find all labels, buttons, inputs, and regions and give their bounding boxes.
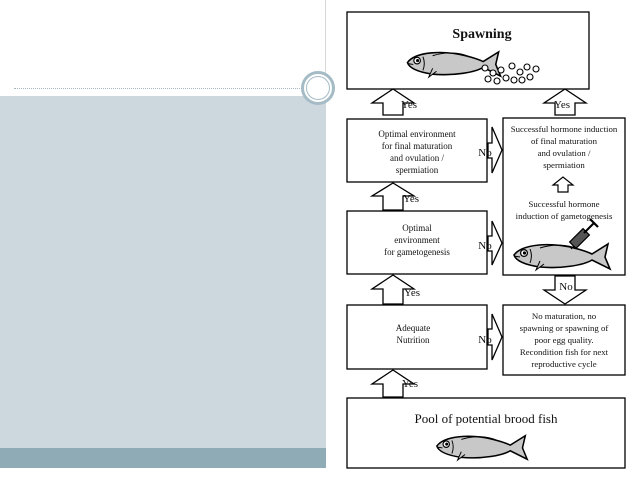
nutrition-line-2: Nutrition bbox=[397, 335, 430, 345]
yes-label-4: Yes bbox=[404, 287, 420, 299]
hormone-final-line-1: Successful hormone induction bbox=[511, 124, 618, 134]
slide-side-panel bbox=[0, 96, 326, 448]
decorative-circle-inner bbox=[306, 76, 330, 100]
final-maturation-line-2: for final maturation bbox=[382, 141, 453, 151]
up-arrow-yes-left bbox=[369, 88, 417, 116]
spawning-title: Spawning bbox=[452, 27, 511, 42]
spawning-box bbox=[346, 11, 590, 90]
brood-pool-title: Pool of potential brood fish bbox=[415, 411, 558, 426]
yes-label-1: Yes bbox=[401, 99, 417, 111]
right-arrow-no-3 bbox=[487, 313, 503, 361]
no-label-3: No bbox=[478, 334, 492, 346]
no-label-1: No bbox=[478, 147, 492, 159]
no-maturation-line-1: No maturation, no bbox=[532, 311, 597, 321]
nutrition-line-1: Adequate bbox=[396, 323, 430, 333]
hormone-final-line-4: spermiation bbox=[543, 160, 585, 170]
gametogenesis-line-3: for gametogenesis bbox=[384, 247, 450, 257]
hormone-final-line-2: of final maturation bbox=[531, 136, 598, 146]
hormone-gameto-line-1: Successful hormone bbox=[528, 199, 599, 209]
gametogenesis-box bbox=[346, 210, 488, 275]
gametogenesis-text: Optimal environment for gametogenesis bbox=[384, 223, 450, 257]
gametogenesis-line-2: environment bbox=[394, 235, 440, 245]
right-arrow-no-2 bbox=[487, 220, 503, 266]
nutrition-text: Adequate Nutrition bbox=[396, 323, 430, 345]
no-maturation-line-4: Recondition fish for next bbox=[520, 347, 609, 357]
header-divider bbox=[14, 88, 304, 89]
right-arrow-no-1 bbox=[487, 126, 503, 174]
yes-label-2: Yes bbox=[554, 99, 570, 111]
no-maturation-line-3: poor egg quality. bbox=[534, 335, 593, 345]
up-arrow-yes-gameto bbox=[369, 182, 417, 211]
hormone-gameto-text: Successful hormone induction of gametoge… bbox=[516, 199, 613, 221]
eggs-icon bbox=[481, 62, 540, 85]
gametogenesis-line-1: Optimal bbox=[402, 223, 432, 233]
no-maturation-text: No maturation, no spawning or spawning o… bbox=[520, 311, 609, 369]
final-maturation-box bbox=[346, 118, 488, 183]
nutrition-box bbox=[346, 304, 488, 370]
hormone-final-line-3: and ovulation / bbox=[538, 148, 591, 158]
up-arrow-yes-nutrition bbox=[369, 274, 417, 305]
hormone-gameto-line-2: induction of gametogenesis bbox=[516, 211, 613, 221]
final-maturation-text: Optimal environment for final maturation… bbox=[378, 129, 456, 175]
slide-header-area bbox=[0, 0, 326, 96]
syringe-icon bbox=[568, 218, 599, 250]
down-arrow-no bbox=[541, 275, 589, 305]
inner-up-arrow bbox=[551, 176, 575, 193]
final-maturation-line-4: spermiation bbox=[396, 165, 439, 175]
final-maturation-line-3: and ovulation / bbox=[390, 153, 444, 163]
no-maturation-box bbox=[502, 304, 626, 376]
no-label-4: No bbox=[559, 281, 573, 293]
up-arrow-yes-pool bbox=[369, 369, 417, 398]
hormone-final-text: Successful hormone induction of final ma… bbox=[511, 124, 618, 170]
no-maturation-line-5: reproductive cycle bbox=[531, 359, 596, 369]
slide-footer-bar bbox=[0, 448, 326, 468]
no-label-2: No bbox=[478, 240, 492, 252]
yes-label-5: Yes bbox=[402, 378, 418, 390]
yes-label-3: Yes bbox=[403, 193, 419, 205]
up-arrow-yes-right bbox=[541, 88, 589, 116]
no-maturation-line-2: spawning or spawning of bbox=[520, 323, 609, 333]
final-maturation-line-1: Optimal environment bbox=[378, 129, 456, 139]
